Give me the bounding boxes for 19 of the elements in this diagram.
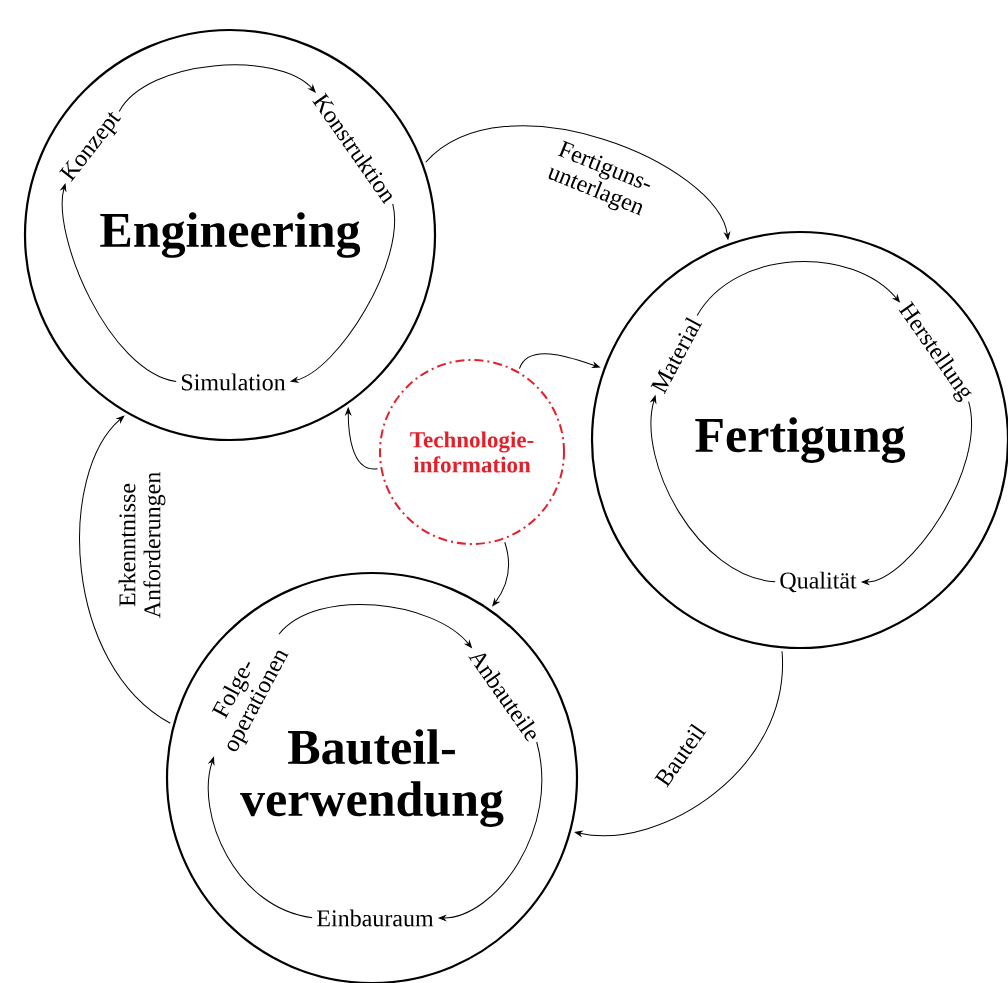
arrow [345, 407, 378, 470]
arrow [60, 183, 177, 383]
arrow [650, 395, 776, 583]
edge-label: Erkenntnisse Anforderungen [118, 472, 166, 619]
arrow [278, 604, 472, 648]
arrow [79, 415, 171, 724]
arrow [438, 741, 543, 921]
step-label: Simulation [181, 373, 286, 391]
arrow [492, 541, 510, 607]
step-label: Einbauraum [317, 909, 434, 927]
arrow [861, 401, 972, 585]
arrow [696, 261, 900, 316]
arrow [207, 757, 313, 919]
step-label: Qualität [780, 571, 857, 593]
arrow [574, 650, 783, 837]
arrow [290, 203, 396, 383]
arrow [425, 125, 731, 240]
arrow [118, 64, 316, 112]
arrow [518, 353, 600, 370]
